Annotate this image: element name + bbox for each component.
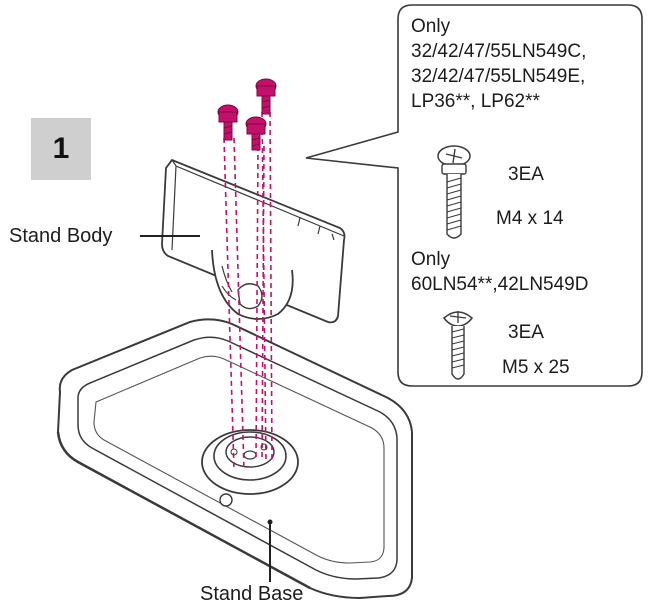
- callout-group1-model: 32/42/47/55LN549E,: [411, 66, 586, 87]
- stand-body-label: Stand Body: [9, 225, 113, 247]
- callout-group1-model: LP36**, LP62**: [411, 91, 540, 112]
- callout-group2-model: 60LN54**,42LN549D: [411, 274, 589, 295]
- callout-group1-heading: Only: [411, 16, 451, 37]
- callout-box: [305, 4, 643, 387]
- step-number: 1: [52, 132, 70, 165]
- stand-body: [161, 158, 346, 324]
- magenta-screws: [217, 78, 277, 151]
- screw-icon: [245, 116, 267, 151]
- screw-icon: [437, 145, 471, 239]
- screw-icon: [442, 311, 474, 380]
- callout-group1-quantity: 3EA: [508, 164, 544, 185]
- callout-group1-model: 32/42/47/55LN549C,: [411, 41, 587, 62]
- callout-group2-heading: Only: [411, 249, 451, 270]
- step-number-box: 1: [31, 118, 91, 180]
- callout-group2-quantity: 3EA: [508, 322, 544, 343]
- callout-group1-size: M4 x 14: [496, 208, 564, 229]
- screw-icon: [217, 104, 239, 141]
- screw-guides: [223, 111, 273, 471]
- callout-group2-size: M5 x 25: [502, 357, 570, 378]
- screw-icon: [255, 78, 277, 115]
- stand-base-label: Stand Base: [200, 583, 304, 605]
- stand-base: [56, 318, 413, 600]
